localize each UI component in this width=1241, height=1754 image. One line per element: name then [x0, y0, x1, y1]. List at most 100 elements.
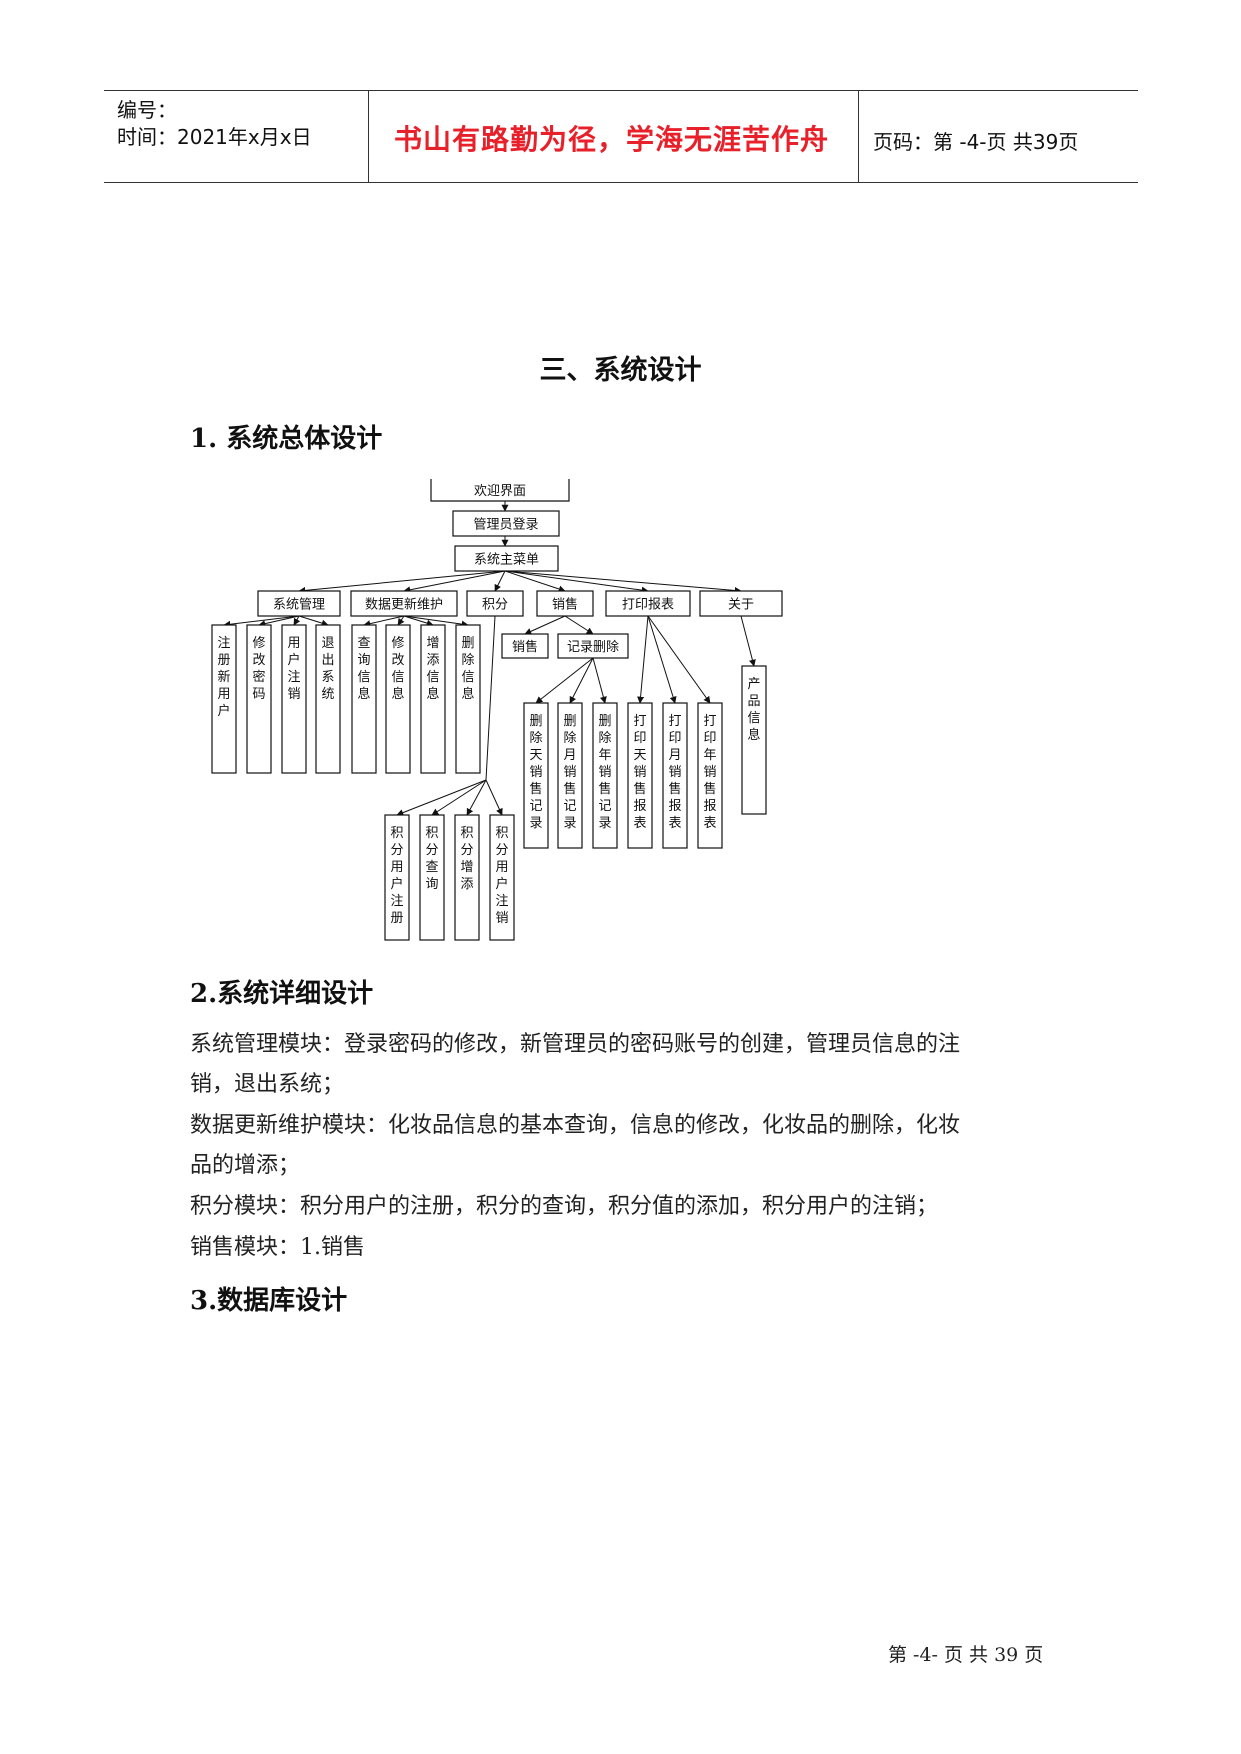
node-data-update-label: 数据更新维护	[365, 597, 443, 613]
node-welcome: 欢迎界面	[430, 479, 570, 502]
diagram-arrow	[258, 615, 300, 628]
node-points-child-2: 积分查询	[419, 814, 445, 941]
section2-line-4: 品的增添；	[190, 1153, 301, 1178]
node-record-delete-child-2-label: 删除月销售记录	[563, 714, 576, 831]
section2-line-3: 数据更新维护模块：化妆品信息的基本查询，信息的修改，化妆品的删除，化妆	[190, 1113, 961, 1138]
diagram-arrow	[396, 779, 487, 816]
node-sys-manage: 系统管理	[257, 590, 341, 617]
node-about: 关于	[699, 590, 783, 617]
diagram-arrow	[535, 657, 594, 704]
node-data-child-1-label: 查询信息	[357, 636, 370, 702]
diagram-arrow	[494, 570, 506, 592]
header-page-info: 页码：第 -4-页 共39页	[873, 130, 1079, 154]
node-sys-child-4-label: 退出系统	[321, 636, 334, 702]
node-sys-child-3-label: 用户注销	[287, 636, 300, 702]
node-print-child-1-label: 打印天销售报表	[633, 714, 646, 831]
node-points-child-3: 积分增添	[454, 814, 480, 941]
header-motto: 书山有路勤为径，学海无涯苦作舟	[394, 123, 830, 156]
node-login-label: 管理员登录	[473, 518, 538, 533]
node-about-child-1: 产品信息	[741, 665, 767, 815]
node-sys-manage-label: 系统管理	[273, 598, 325, 613]
node-data-child-4-label: 删除信息	[461, 636, 474, 702]
diagram-arrow	[564, 615, 594, 635]
node-record-delete-child-1: 删除天销售记录	[523, 702, 549, 849]
diagram-arrow	[431, 779, 487, 816]
node-data-child-3: 增添信息	[420, 624, 446, 774]
node-points-child-2-label: 积分查询	[425, 826, 438, 892]
section2-line-2: 销，退出系统；	[190, 1072, 345, 1097]
section1-heading: 1. 系统总体设计	[190, 424, 383, 454]
node-points-child-4-label: 积分用户注销	[495, 826, 508, 926]
node-points-child-1-label: 积分用户注册	[390, 826, 403, 926]
node-sys-child-2-label: 修改密码	[252, 636, 265, 702]
node-print-child-2-label: 打印月销售报表	[668, 714, 681, 831]
node-about-label: 关于	[728, 598, 754, 613]
node-sys-child-1-label: 注册新用户	[217, 636, 230, 719]
diagram-arrow	[504, 570, 649, 594]
node-print-child-3-label: 打印年销售报表	[703, 714, 716, 831]
diagram-arrow	[647, 615, 711, 704]
node-points-child-1: 积分用户注册	[384, 814, 410, 941]
diagram-arrow	[524, 615, 566, 635]
diagram-arrow	[466, 779, 487, 816]
node-sys-child-1: 注册新用户	[211, 624, 237, 774]
node-data-child-1: 查询信息	[351, 624, 377, 774]
node-sales-sub-2-label: 记录删除	[567, 640, 619, 655]
section3-heading: 3.数据库设计	[190, 1286, 348, 1316]
diagram-arrow	[403, 570, 506, 594]
section2-heading: 2.系统详细设计	[190, 979, 374, 1009]
node-sales: 销售	[536, 590, 594, 617]
diagram-arrow	[403, 615, 469, 628]
header-divider-right	[858, 90, 859, 183]
system-structure-diagram: 欢迎界面管理员登录系统主菜单系统管理数据更新维护积分销售打印报表关于注册新用户修…	[211, 479, 783, 941]
header-bottom-rule	[104, 182, 1138, 183]
node-sales-sub-1: 销售	[501, 633, 549, 659]
node-print-child-2: 打印月销售报表	[662, 702, 688, 849]
diagram-arrow	[647, 615, 677, 704]
node-sales-sub-2: 记录删除	[557, 633, 629, 659]
diagram-arrow	[293, 615, 301, 626]
diagram-arrow	[504, 570, 566, 593]
node-sales-sub-1-label: 销售	[512, 639, 538, 655]
node-sys-child-3: 用户注销	[281, 624, 307, 774]
node-points-child-3-label: 积分增添	[460, 826, 473, 892]
node-about-child-1-label: 产品信息	[747, 677, 760, 743]
node-print-child-1: 打印天销售报表	[627, 702, 653, 849]
node-sales-label: 销售	[552, 597, 578, 613]
node-login: 管理员登录	[452, 510, 560, 537]
node-data-child-2-label: 修改信息	[391, 636, 404, 702]
page-title: 三、系统设计	[539, 355, 702, 386]
diagram-arrow	[504, 570, 742, 594]
node-print-report-label: 打印报表	[622, 598, 674, 613]
diagram-arrow	[637, 615, 649, 704]
node-points-label: 积分	[482, 598, 508, 613]
diagram-arrow	[298, 570, 506, 594]
header-divider-left	[368, 90, 369, 183]
node-record-delete-child-1-label: 删除天销售记录	[529, 714, 542, 831]
header-time-label: 时间：2021年x月x日	[117, 125, 312, 149]
section2-line-5: 积分模块：积分用户的注册，积分的查询，积分值的添加，积分用户的注销；	[190, 1194, 939, 1219]
section2-line-1: 系统管理模块：登录密码的修改，新管理员的密码账号的创建，管理员信息的注	[190, 1032, 961, 1057]
node-main-menu-label: 系统主菜单	[474, 553, 539, 568]
diagram-arrow	[592, 657, 607, 704]
diagram-arrow	[397, 615, 405, 626]
node-data-update: 数据更新维护	[350, 590, 458, 617]
diagram-arrow	[363, 615, 405, 628]
node-record-delete-child-3-label: 删除年销售记录	[598, 714, 611, 831]
node-data-child-3-label: 增添信息	[426, 636, 439, 702]
node-data-child-2: 修改信息	[385, 624, 411, 774]
diagram-arrow	[298, 615, 329, 627]
diagram-arrow	[485, 779, 503, 816]
diagram-arrow	[403, 615, 434, 627]
header-top-rule	[104, 90, 1138, 91]
header-number-label: 编号：	[117, 98, 177, 122]
node-points: 积分	[466, 590, 524, 617]
node-data-child-4: 删除信息	[455, 624, 481, 774]
page-footer: 第 -4- 页 共 39 页	[888, 1644, 1044, 1666]
points-connector	[485, 615, 496, 781]
node-sys-child-2: 修改密码	[246, 624, 272, 774]
diagram-arrow	[223, 615, 300, 628]
section2-line-6: 销售模块：1.销售	[190, 1235, 365, 1260]
node-welcome-label: 欢迎界面	[474, 484, 526, 499]
node-print-report: 打印报表	[605, 590, 691, 617]
